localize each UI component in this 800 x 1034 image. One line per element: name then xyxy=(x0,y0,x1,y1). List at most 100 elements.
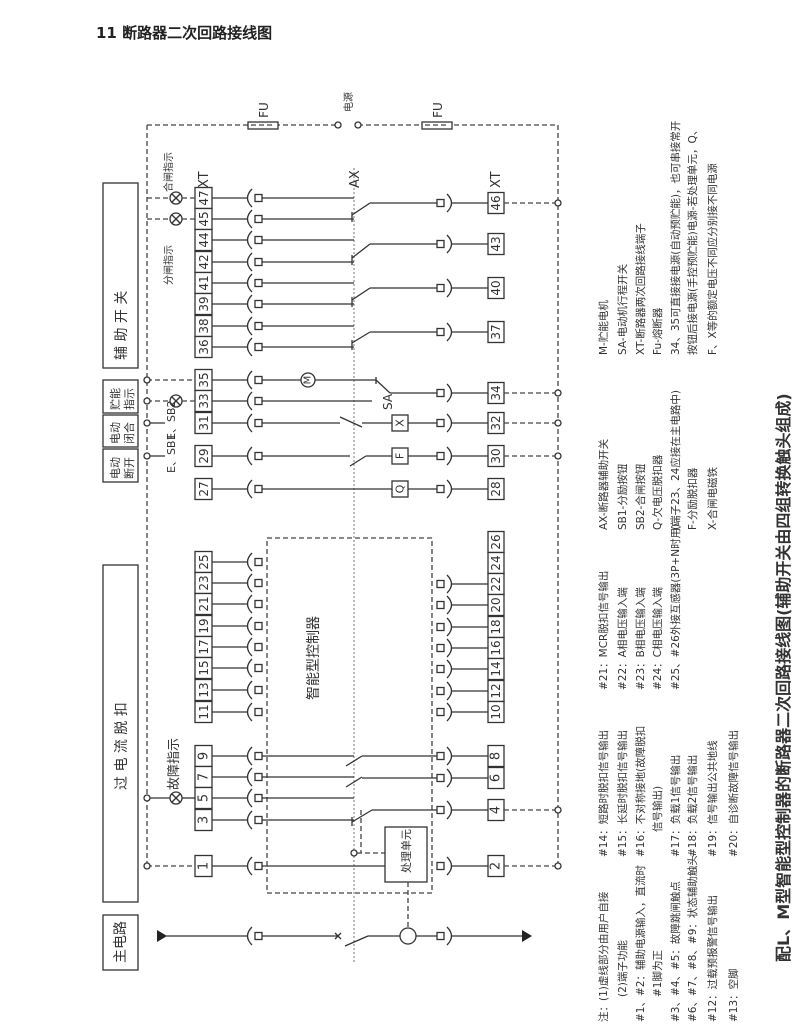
connector-socket-icon xyxy=(446,446,453,466)
wire xyxy=(349,455,367,467)
f-coil-label: F xyxy=(394,453,407,459)
connector-pin-icon xyxy=(254,599,263,609)
terminal-number: 33 xyxy=(197,393,211,408)
connector-pin-icon xyxy=(254,685,263,695)
terminal-number: 36 xyxy=(197,339,211,354)
connector-socket-icon xyxy=(246,810,253,830)
terminal-number: 30 xyxy=(489,448,503,463)
connector-socket-icon xyxy=(246,926,253,946)
connector-pin-icon xyxy=(254,931,263,941)
connector-socket-icon xyxy=(246,294,253,314)
terminal-number: 37 xyxy=(489,324,503,339)
terminal-number: 34 xyxy=(489,385,503,400)
terminal-number: 35 xyxy=(197,372,211,387)
terminal-number: 5 xyxy=(197,794,212,802)
connector-socket-icon xyxy=(246,573,253,593)
terminal-number: 3 xyxy=(197,816,212,824)
terminal-number: 12 xyxy=(489,683,503,698)
wire xyxy=(351,809,373,823)
storage-label: 贮能 xyxy=(108,388,122,410)
connector-socket-icon xyxy=(246,767,253,787)
connector-pin-icon xyxy=(436,622,445,632)
terminal-number: 42 xyxy=(197,254,211,269)
terminal-number: 8 xyxy=(489,752,504,760)
note-line: #25、#26外接互感器(3P+N时用) xyxy=(669,524,682,690)
connector-pin-icon xyxy=(436,283,445,293)
connector-socket-icon xyxy=(446,800,453,820)
power-terminal xyxy=(334,121,342,129)
storage-box xyxy=(102,379,139,414)
note-line: #20：自诊断故障信号输出 xyxy=(727,730,740,857)
terminal-number: 31 xyxy=(197,415,211,430)
note-line: #13：空脚 xyxy=(727,968,740,1022)
terminal-number: 15 xyxy=(197,660,211,675)
note-line: #6、#7、#8、#9：状态辅助触头 xyxy=(686,855,699,1022)
note-line: #1脚为正 xyxy=(651,950,664,997)
note-line: F、X等的额定电压不同应分别接不同电源 xyxy=(706,163,719,355)
connector-socket-icon xyxy=(446,322,453,342)
terminal-number: 27 xyxy=(197,481,211,496)
terminal-number: 20 xyxy=(489,597,503,612)
terminal-number: 9 xyxy=(197,752,212,760)
terminal-number: 23 xyxy=(197,575,211,590)
note-line: 34、35可直接接电源(自动预贮能)，也可串接常开 xyxy=(669,121,682,355)
x-coil-label: X xyxy=(394,419,407,427)
wire xyxy=(351,202,371,216)
connector-pin-icon xyxy=(436,239,445,249)
note-line: SB2-合闸按钮 xyxy=(634,463,647,530)
connector-pin-icon xyxy=(254,396,263,406)
connector-pin-icon xyxy=(436,805,445,815)
connector-pin-icon xyxy=(436,664,445,674)
connector-pin-icon xyxy=(254,375,263,385)
connector-socket-icon xyxy=(246,479,253,499)
connector-socket-icon xyxy=(246,391,253,411)
connector-socket-icon xyxy=(246,446,253,466)
node-circle xyxy=(143,452,151,460)
terminal-number: 22 xyxy=(489,576,503,591)
node-circle xyxy=(554,452,562,460)
connector-socket-icon xyxy=(446,413,453,433)
connector-pin-icon xyxy=(254,278,263,288)
sa-label: SA xyxy=(381,393,395,410)
open-indicator-label: 分闸指示 xyxy=(162,245,175,285)
wire xyxy=(351,243,371,259)
connector-pin-icon xyxy=(254,815,263,825)
terminal-number: 11 xyxy=(197,704,211,719)
note-line: #24：C相电压输入端 xyxy=(651,587,664,690)
storage-label: 指示 xyxy=(122,388,136,410)
connector-pin-icon xyxy=(436,388,445,398)
wire xyxy=(344,935,369,947)
note-line: Fu-熔断器 xyxy=(651,307,664,355)
connector-socket-icon xyxy=(246,746,253,766)
note-line: (2)端子功能 xyxy=(616,940,629,997)
node-circle xyxy=(143,376,151,384)
connector-pin-icon xyxy=(436,707,445,717)
wire xyxy=(375,379,391,394)
connector-pin-icon xyxy=(254,193,263,203)
connector-socket-icon xyxy=(246,252,253,272)
lamp-cross xyxy=(171,214,181,224)
connector-socket-icon xyxy=(446,479,453,499)
connector-pin-icon xyxy=(254,299,263,309)
connector-socket-icon xyxy=(246,552,253,572)
connector-socket-icon xyxy=(446,383,453,403)
connector-pin-icon xyxy=(254,418,263,428)
terminal-number: 10 xyxy=(489,704,503,719)
connector-socket-icon xyxy=(446,768,453,788)
node-circle xyxy=(143,419,151,427)
note-line: #12：过载预报警信号输出 xyxy=(706,895,719,1022)
terminal-number: 1 xyxy=(197,862,212,870)
terminal-number: 38 xyxy=(197,318,211,333)
connector-pin-icon xyxy=(436,484,445,494)
connector-pin-icon xyxy=(254,557,263,567)
motor-label: M xyxy=(303,376,314,385)
node-circle xyxy=(554,806,562,814)
connector-pin-icon xyxy=(436,600,445,610)
elec_close-label: 闭合 xyxy=(122,422,136,444)
connector-socket-icon xyxy=(246,337,253,357)
arrow-icon xyxy=(522,930,532,942)
terminal-number: 39 xyxy=(197,296,211,311)
connector-socket-icon xyxy=(246,680,253,700)
terminal-number: 25 xyxy=(197,554,211,569)
main-circuit-label: 主电路 xyxy=(113,921,129,963)
